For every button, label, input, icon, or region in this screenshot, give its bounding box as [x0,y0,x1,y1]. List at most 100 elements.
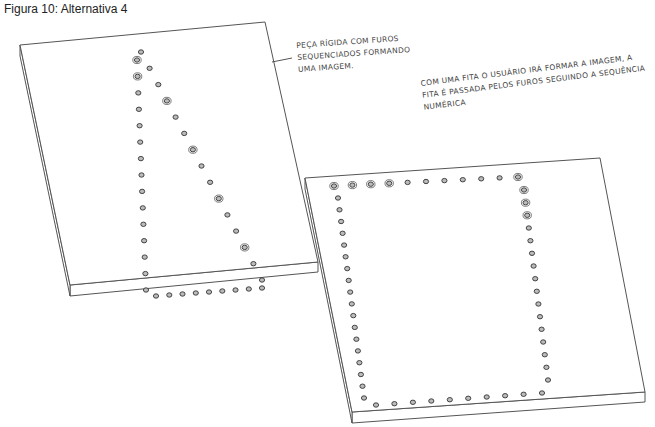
hole [354,337,359,341]
hole-rim [405,180,410,184]
hole [343,255,348,259]
hole-rim [358,372,363,376]
hole [529,251,534,255]
board-top [305,158,645,412]
hole-number [330,182,338,189]
hole-rim [545,378,550,382]
hole-rim [167,293,172,297]
hole [259,286,264,290]
hole-rim [143,288,148,292]
hole-rim [134,58,139,62]
hole [358,372,363,376]
hole-rim [339,219,344,223]
hole-rim [368,182,373,186]
hole-rim [137,124,142,128]
hole-rim [541,340,546,344]
hole [233,288,238,292]
hole-number [523,212,531,219]
hole [340,231,345,235]
hole-number [521,199,529,206]
hole-rim [337,208,342,212]
hole-rim [234,229,239,233]
hole-rim [503,394,508,398]
hole [339,219,344,223]
hole [442,178,447,182]
hole-number [367,181,375,188]
hole [208,180,213,184]
hole [142,239,147,243]
hole [429,399,434,403]
hole-rim [361,396,366,400]
hole [141,222,146,226]
hole-rim [357,361,362,365]
hole-rim [515,175,520,179]
hole [348,182,356,189]
hole [215,195,223,202]
hole-rim [180,292,185,296]
hole-rim [259,278,264,282]
hole-rim [521,188,526,192]
hole-rim [136,91,141,95]
hole-rim [466,396,471,400]
hole-number [133,56,141,63]
hole-rim [342,243,347,247]
hole [410,400,415,404]
hole-rim [429,399,434,403]
hole [138,50,143,54]
hole [143,288,148,292]
hole-rim [442,178,447,182]
hole-rim [351,313,356,317]
hole-rim [537,315,542,319]
hole-rim [373,403,378,407]
hole [140,189,145,193]
hole-rim [525,213,530,217]
hole [225,213,230,217]
hole-rim [220,289,225,293]
hole [447,398,452,402]
hole-rim [190,148,195,152]
hole-rim [528,239,533,243]
hole [180,292,185,296]
hole-rim [251,262,256,266]
hole-rim [242,245,247,249]
hole-rim [225,213,230,217]
hole-rim [350,183,355,187]
hole [182,131,187,135]
hole-rim [497,176,502,180]
hole [173,115,178,119]
hole-rim [349,302,354,306]
hole [361,396,366,400]
hole-rim [143,271,148,275]
hole [514,173,522,180]
board-left [20,22,318,296]
hole-rim [199,164,204,168]
hole-number [520,186,528,193]
hole-rim [360,384,365,388]
hole [539,391,544,395]
hole [259,278,264,282]
hole [138,156,143,160]
board-top [20,22,318,285]
hole-number [189,146,197,153]
hole-rim [484,395,489,399]
hole [349,302,354,306]
hole-rim [140,189,145,193]
hole [479,177,484,181]
hole-rim [343,255,348,259]
hole [528,239,533,243]
hole [534,289,539,293]
hole-rim [539,327,544,331]
hole-rim [479,177,484,181]
hole-rim [153,294,158,298]
hole [342,243,347,247]
hole-number [385,180,393,187]
hole [139,173,144,177]
hole [521,392,526,396]
hole-rim [216,196,221,200]
hole-rim [138,156,143,160]
hole-rim [410,400,415,404]
hole [136,107,141,111]
hole [357,361,362,365]
hole-rim [423,179,428,183]
leader-line [272,58,292,62]
